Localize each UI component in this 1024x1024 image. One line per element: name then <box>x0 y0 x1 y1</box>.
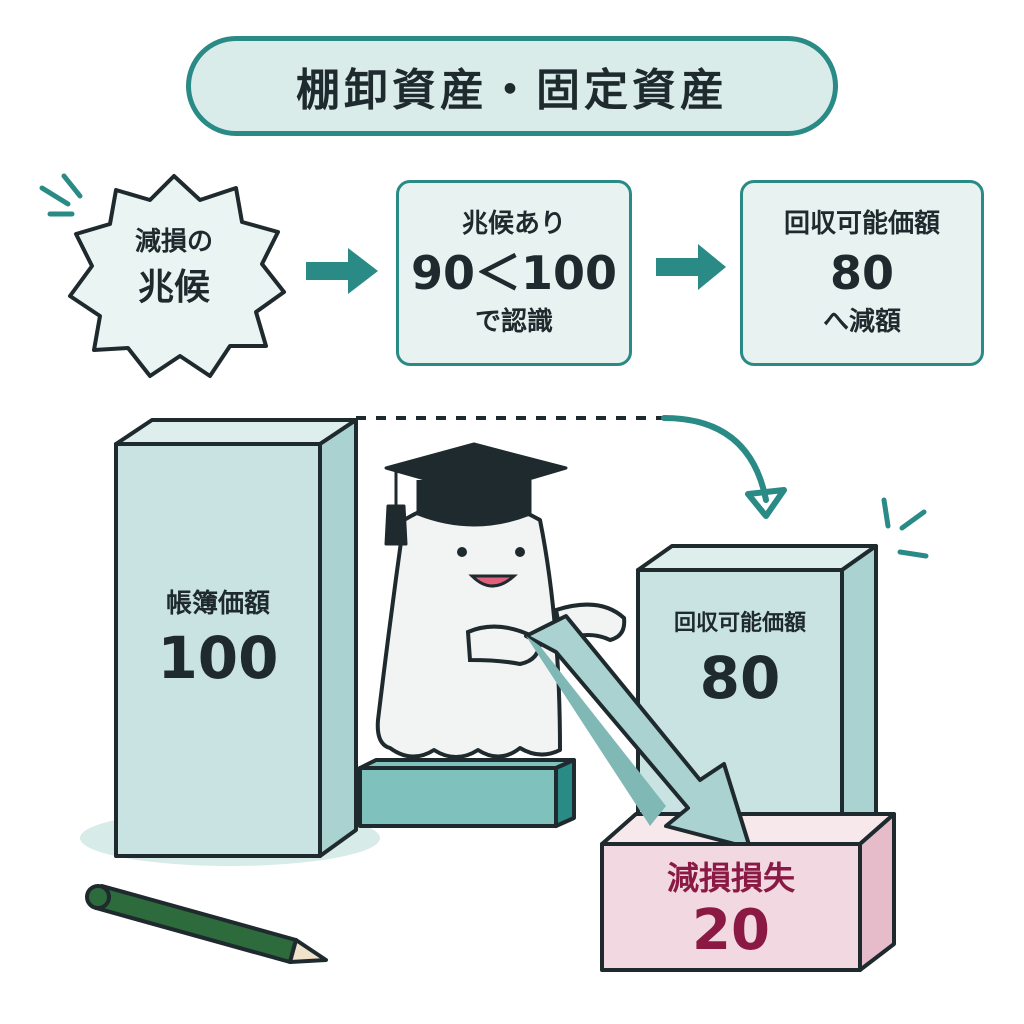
curved-arrow <box>661 415 769 503</box>
step3-bottom: へ減額 <box>822 307 901 337</box>
graduation-cap-icon <box>384 442 568 546</box>
pencil-icon <box>85 884 328 964</box>
loss-amount: 20 <box>692 898 770 963</box>
book-value-block <box>114 418 358 858</box>
step-recognition-box: 兆候あり 90＜100 で認識 <box>396 180 632 366</box>
ghost-arm <box>465 624 543 667</box>
recoverable-amount: 80 <box>699 644 781 712</box>
step3-top: 回収可能価額 <box>783 209 940 239</box>
loss-label: 減損損失 <box>666 859 795 897</box>
ghost-left-eye <box>457 547 467 557</box>
step2-main: 90＜100 <box>410 246 618 300</box>
ghost-mascot <box>375 498 627 759</box>
burst-line1: 減損の <box>134 227 213 257</box>
curved-arrow-head-icon <box>745 487 787 519</box>
ghost-right-eye <box>515 547 525 557</box>
flow-arrow-1-icon <box>306 248 378 294</box>
step2-top: 兆候あり <box>461 209 566 239</box>
sparkle-lines <box>881 497 929 559</box>
recoverable-label: 回収可能価額 <box>673 611 806 636</box>
ghost-mouth <box>468 574 518 588</box>
burst-shape <box>68 174 286 378</box>
flow-arrow-2-icon <box>656 244 726 290</box>
step3-main: 80 <box>829 246 894 300</box>
book-value-label-group: 帳簿価額 100 <box>116 586 320 694</box>
recoverable-block <box>636 544 878 842</box>
platform-slab <box>358 758 576 828</box>
recoverable-label-group: 回収可能価額 80 <box>638 606 842 714</box>
title-banner: 棚卸資産・固定資産 <box>186 36 838 136</box>
step2-bottom: で認識 <box>474 307 553 337</box>
book-value-label: 帳簿価額 <box>165 589 270 619</box>
burst-label: 減損の 兆候 <box>84 222 264 314</box>
loss-box <box>600 812 896 972</box>
burst-line2: 兆候 <box>137 267 210 308</box>
page-title: 棚卸資産・固定資産 <box>296 65 728 116</box>
book-value-amount: 100 <box>157 624 279 692</box>
step-writedown-box: 回収可能価額 80 へ減額 <box>740 180 984 366</box>
loss-label-group: 減損損失 20 <box>602 858 860 964</box>
burst-action-lines <box>39 173 83 217</box>
